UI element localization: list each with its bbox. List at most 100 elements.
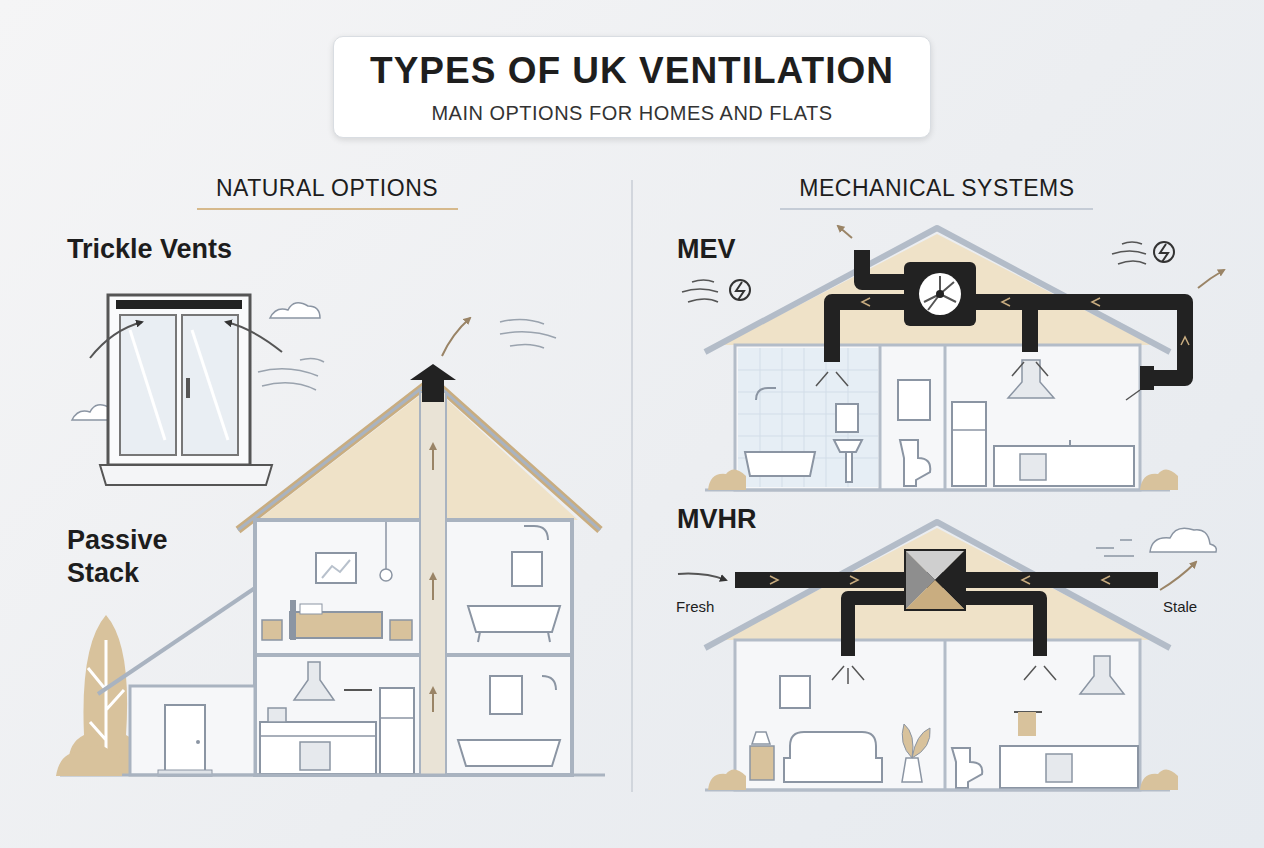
mev-house-part xyxy=(745,452,815,476)
passive-stack-house-part xyxy=(98,588,255,694)
mvhr-house-part xyxy=(848,598,906,656)
mev-house-part xyxy=(708,469,746,490)
mev-house-part xyxy=(1112,242,1146,264)
mvhr-house-part xyxy=(1018,712,1036,736)
window-illustration-part xyxy=(186,378,190,398)
window-illustration-part xyxy=(130,330,165,440)
passive-stack-house-part xyxy=(512,552,542,586)
passive-stack-house-part xyxy=(316,553,356,583)
window-illustration-part xyxy=(116,300,242,309)
section-heading: MECHANICAL SYSTEMS xyxy=(799,174,1074,202)
section-rules-part xyxy=(631,180,633,792)
window-illustration-part xyxy=(100,465,272,485)
passive-stack-house-part xyxy=(468,606,560,632)
mvhr-house-part xyxy=(708,769,746,790)
mev-house-part xyxy=(936,290,944,298)
passive-stack-house-part xyxy=(196,740,200,744)
passive-stack-house-part xyxy=(385,522,387,570)
mev-house-part xyxy=(682,280,718,302)
passive-stack-house-part xyxy=(548,632,550,642)
mev-house-part xyxy=(832,302,906,362)
passive-stack-house-part xyxy=(262,620,282,640)
mev-house-part xyxy=(738,348,878,487)
mvhr-house-part xyxy=(905,550,965,610)
mvhr-house-part xyxy=(1140,769,1178,790)
passive-stack-house-part xyxy=(420,392,446,775)
mvhr-house-part xyxy=(770,576,1110,584)
passive-stack-house-part xyxy=(442,318,470,356)
passive-stack-house-part xyxy=(432,574,434,600)
mev-house-part xyxy=(862,298,1189,345)
passive-stack-house-part xyxy=(410,364,456,380)
window-illustration-part xyxy=(182,315,238,455)
mev-house-part xyxy=(730,280,750,300)
passive-stack-house-part xyxy=(60,774,605,777)
mev-house-part xyxy=(705,228,1170,352)
passive-stack-house-part xyxy=(432,444,434,470)
passive-stack-house-part xyxy=(290,600,296,640)
mev-house-part xyxy=(834,440,862,482)
mvhr-house-part xyxy=(902,758,922,782)
window-illustration-part xyxy=(226,322,282,352)
passive-stack-house-part xyxy=(500,319,556,348)
passive-stack-house-part xyxy=(260,735,376,737)
section-rules-part xyxy=(780,208,1093,210)
mvhr-house-part xyxy=(735,640,1140,790)
mvhr-house-part xyxy=(750,746,774,780)
section-rules-part xyxy=(197,208,458,210)
option-label: Passive Stack xyxy=(67,524,217,590)
mev-house-part xyxy=(1069,440,1071,446)
mev-house-part xyxy=(1022,302,1038,352)
passive-stack-house-part xyxy=(344,689,372,691)
mev-house-part xyxy=(1140,366,1154,390)
mev-house-part xyxy=(816,362,1140,400)
mev-house-part xyxy=(735,345,1140,490)
mev-house-part xyxy=(736,282,744,300)
mev-house-part xyxy=(1008,360,1054,398)
mev-house-part xyxy=(994,446,1134,486)
mev-house-part xyxy=(756,388,776,400)
airflow-label: Fresh xyxy=(676,598,714,616)
mvhr-house-part xyxy=(752,732,770,744)
mev-house-part xyxy=(1160,244,1168,262)
passive-stack-house-part xyxy=(524,526,548,540)
mev-house-part xyxy=(722,234,1152,345)
mvhr-house-part xyxy=(1000,746,1138,788)
mev-house-part xyxy=(1154,242,1174,262)
mvhr-house-part xyxy=(964,598,1040,656)
mvhr-house-part xyxy=(832,666,1056,684)
passive-stack-house-part xyxy=(322,560,350,578)
window-illustration-part xyxy=(108,295,250,465)
passive-stack-house-part xyxy=(390,620,412,640)
mev-house-part xyxy=(919,273,961,315)
mvhr-house-part xyxy=(1046,754,1072,782)
mvhr-house-part xyxy=(944,640,947,790)
passive-stack-house-part xyxy=(255,520,572,775)
mvhr-house-part xyxy=(1160,562,1196,590)
mev-house-part xyxy=(879,345,882,490)
mvhr-house-part xyxy=(1096,540,1134,556)
mvhr-house-part xyxy=(1080,656,1124,694)
window-illustration-part xyxy=(90,322,142,358)
window-illustration-part xyxy=(258,358,324,390)
subtitle-text: MAIN OPTIONS FOR HOMES AND FLATS xyxy=(368,101,896,125)
mev-house-part xyxy=(904,262,976,326)
mvhr-house-part xyxy=(705,522,1170,648)
passive-stack-house-part xyxy=(432,688,434,712)
option-label: MEV xyxy=(677,233,736,266)
mev-house-part xyxy=(838,226,852,238)
mev-house-part xyxy=(898,380,930,420)
option-label: Trickle Vents xyxy=(67,233,232,266)
section-heading: NATURAL OPTIONS xyxy=(216,174,438,202)
title-text: TYPES OF UK VENTILATION xyxy=(368,49,896,93)
window-illustration-part xyxy=(270,303,320,318)
mev-house-part xyxy=(900,440,930,486)
passive-stack-house-part xyxy=(300,604,322,614)
passive-stack-house-part xyxy=(294,662,334,700)
passive-stack-house xyxy=(56,318,605,776)
mvhr-house xyxy=(678,522,1216,790)
mev-house-part xyxy=(952,429,986,431)
passive-stack-house-part xyxy=(490,676,522,714)
passive-stack-house-part xyxy=(268,708,286,722)
